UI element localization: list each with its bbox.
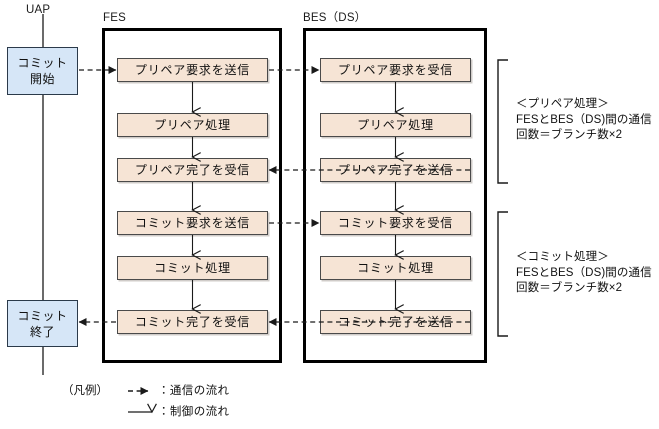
bes-step-6[interactable]: コミット完了を送信: [320, 310, 471, 334]
bes-step-3[interactable]: プリペア完了を送信: [320, 158, 471, 182]
annotation-prepare: ＜プリペア処理＞ FESとBES（DS)間の通信 回数＝ブランチ数×2: [516, 97, 652, 144]
uap-node-commit-end-line1: コミット: [17, 308, 68, 323]
uap-node-commit-start[interactable]: コミット 開始: [7, 47, 78, 95]
bracket-commit-group: [497, 211, 508, 337]
annotation-prepare-line3: 回数＝ブランチ数×2: [516, 129, 623, 141]
legend-item-communication-label: ：通信の流れ: [158, 385, 230, 397]
legend-item-control-label: ：制御の流れ: [158, 406, 230, 418]
uap-lifeline-top: [42, 14, 44, 47]
column-label-fes: FES: [103, 12, 126, 24]
fes-step-1[interactable]: プリペア要求を送信: [117, 58, 268, 82]
legend-title: （凡例）: [62, 385, 108, 397]
uap-node-commit-start-line1: コミット: [17, 56, 68, 70]
legend-glyphs: [128, 386, 157, 414]
column-label-bes: BES（DS）: [303, 12, 367, 24]
annotation-prepare-line2: FESとBES（DS)間の通信: [516, 113, 652, 126]
bes-step-5[interactable]: コミット処理: [320, 256, 471, 280]
annotation-commit: ＜コミット処理＞ FESとBES（DS)間の通信 回数＝ブランチ数×2: [516, 250, 652, 297]
uap-node-commit-start-line2: 開始: [29, 72, 55, 86]
column-label-uap: UAP: [26, 4, 51, 16]
uap-lifeline-bottom: [42, 347, 44, 375]
bes-step-4[interactable]: コミット要求を受信: [320, 211, 471, 235]
fes-step-6[interactable]: コミット完了を受信: [117, 310, 268, 334]
uap-node-commit-end[interactable]: コミット 終了: [7, 300, 78, 347]
fes-step-5[interactable]: コミット処理: [117, 256, 268, 280]
fes-step-2[interactable]: プリペア処理: [117, 113, 268, 137]
annotation-commit-line3: 回数＝ブランチ数×2: [516, 282, 623, 294]
bracket-prepare-group: [497, 59, 508, 184]
uap-lifeline-middle: [42, 95, 44, 300]
fes-step-4[interactable]: コミット要求を送信: [117, 211, 268, 235]
bes-step-2[interactable]: プリペア処理: [320, 113, 471, 137]
annotation-commit-line2: FESとBES（DS)間の通信: [516, 266, 652, 279]
annotation-commit-line1: ＜コミット処理＞: [516, 251, 609, 263]
annotation-prepare-line1: ＜プリペア処理＞: [516, 98, 609, 110]
fes-step-3[interactable]: プリペア完了を受信: [117, 158, 268, 182]
bes-step-1[interactable]: プリペア要求を受信: [320, 58, 471, 82]
uap-node-commit-end-line2: 終了: [29, 324, 55, 339]
